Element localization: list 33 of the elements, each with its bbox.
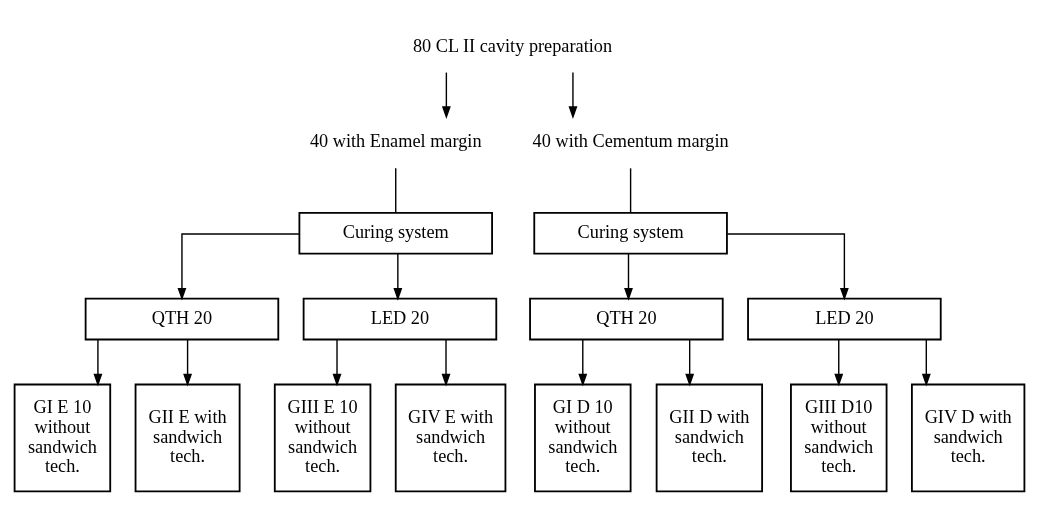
node-box: GIV D with sandwich tech. [910,383,1026,492]
arrow [726,232,849,301]
node-box: QTH 20 [84,297,280,340]
node-box: LED 20 [302,297,498,340]
arrow [183,338,193,386]
arrow [441,71,451,119]
node-box: GIII E 10 without sandwich tech. [273,383,372,492]
arrow [393,252,403,301]
node-box: GIV E with sandwich tech. [394,383,507,492]
arrow [93,338,103,386]
node-box: LED 20 [747,297,942,340]
arrow [685,338,695,386]
node-box: GII E with sandwich tech. [134,383,241,492]
node-box: GI E 10 without sandwich tech. [13,383,112,492]
node-text: 40 with Enamel margin [309,130,482,151]
arrow [921,338,931,386]
arrow [834,338,844,386]
node-box: QTH 20 [529,297,724,340]
node-text: 40 with Cementum margin [532,130,729,151]
node-box: GI D 10 without sandwich tech. [534,383,632,492]
node-box: Curing system [298,211,493,255]
arrow [441,338,451,386]
node-box: GIII D10 without sandwich tech. [790,383,888,492]
connector [629,167,632,213]
arrow [568,71,578,119]
arrow [624,252,633,301]
arrow [177,232,300,301]
arrow [578,338,588,386]
connector [395,167,397,213]
arrow [332,338,342,386]
node-text: 80 CL II cavity preparation [412,35,613,56]
node-box: GII D with sandwich tech. [655,383,764,492]
node-box: Curing system [533,211,728,255]
